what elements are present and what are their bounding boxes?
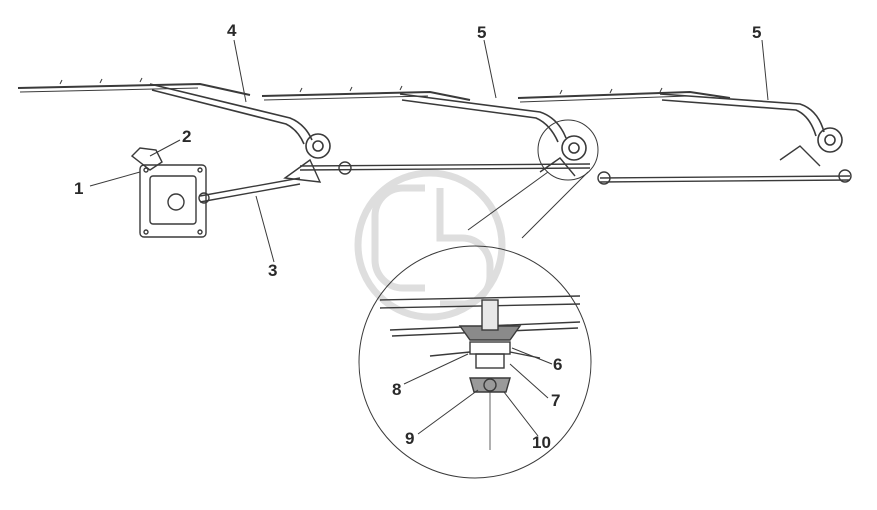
callout-7: 7 (551, 391, 561, 410)
callout-10: 10 (532, 433, 551, 452)
linkage-rods (199, 145, 852, 203)
wiper-arm-4 (149, 83, 331, 159)
detail-connector-left (467, 171, 549, 231)
callout-6: 6 (553, 355, 563, 374)
wiper-blade-2 (261, 85, 471, 101)
callout-5-right: 5 (752, 23, 762, 42)
detail-connector-right (521, 171, 589, 239)
wiper-blade-1 (17, 77, 251, 96)
wiper-arm-5-center (399, 93, 587, 161)
wiper-motor (130, 147, 210, 238)
callout-3: 3 (268, 261, 278, 280)
callout-4: 4 (227, 21, 237, 40)
detail-magnified-view (358, 245, 592, 479)
wiper-arm-5-right (659, 93, 843, 153)
callout-8: 8 (392, 380, 402, 399)
callout-5-center: 5 (477, 23, 487, 42)
callout-1: 1 (74, 179, 84, 198)
callout-9: 9 (405, 429, 415, 448)
leader-lines (89, 39, 769, 437)
callout-2: 2 (182, 127, 192, 146)
wiper-blade-3 (517, 87, 731, 103)
watermark-logo (354, 169, 506, 321)
detail-source-circle (537, 119, 599, 181)
